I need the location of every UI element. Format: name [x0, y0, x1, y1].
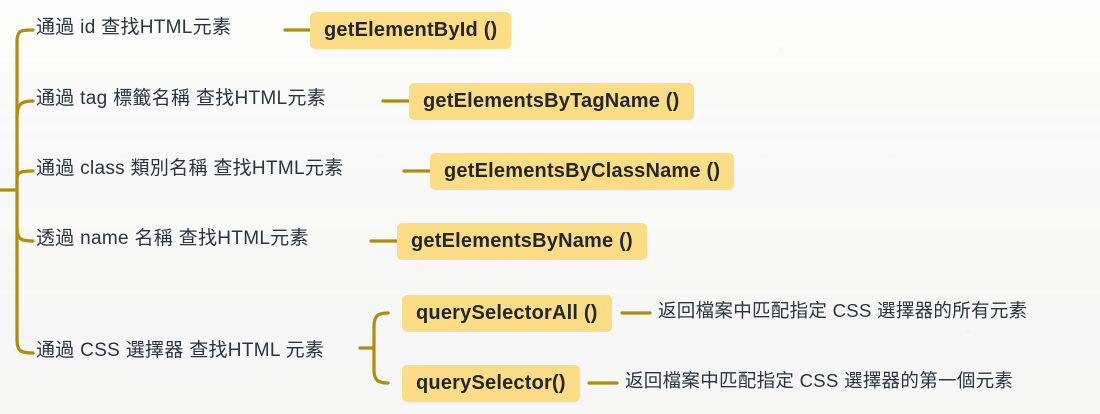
chip-query-selector: querySelector() [402, 365, 580, 402]
label-by-id: 通過 id 查找HTML元素 [36, 17, 232, 38]
label-by-name: 透過 name 名稱 查找HTML元素 [36, 228, 309, 249]
branch-curve-by-tag-name [15, 99, 35, 120]
node-desc-query-selector-all: 返回檔案中匹配指定 CSS 選擇器的所有元素 [658, 300, 1028, 321]
label-by-tag-name: 通過 tag 標籤名稱 查找HTML元素 [36, 88, 326, 109]
node-chip-query-selector[interactable]: querySelector() [402, 365, 580, 402]
node-label-by-css-selector[interactable]: 通過 CSS 選擇器 查找HTML 元素 [36, 341, 324, 360]
label-by-class-name: 通過 class 類別名稱 查找HTML元素 [36, 158, 344, 179]
branch-curve-by-class-name [15, 169, 35, 180]
label-by-css-selector: 通過 CSS 選擇器 查找HTML 元素 [36, 340, 325, 361]
sub-branch-curve-query-selector-all [372, 311, 390, 328]
branch-curve-by-name [15, 226, 35, 243]
description-query-selector: 返回檔案中匹配指定 CSS 選擇器的第一個元素 [625, 370, 1014, 391]
chip-get-elements-by-name: getElementsByName () [397, 223, 647, 260]
node-label-by-tag-name[interactable]: 通過 tag 標籤名稱 查找HTML元素 [36, 89, 326, 108]
description-query-selector-all: 返回檔案中匹配指定 CSS 選擇器的所有元素 [658, 300, 1028, 321]
chip-query-selector-all: querySelectorAll () [402, 295, 612, 332]
node-chip-by-class-name[interactable]: getElementsByClassName () [430, 153, 735, 190]
node-chip-by-id[interactable]: getElementById () [310, 12, 512, 49]
branch-curve-by-css-selector [15, 338, 35, 355]
node-label-by-name[interactable]: 透過 name 名稱 查找HTML元素 [36, 229, 309, 248]
node-desc-query-selector: 返回檔案中匹配指定 CSS 選擇器的第一個元素 [625, 370, 1014, 391]
sub-branch-curve-query-selector [372, 368, 390, 385]
chip-get-element-by-id: getElementById () [310, 12, 512, 49]
node-chip-by-name[interactable]: getElementsByName () [397, 223, 647, 260]
node-chip-by-tag-name[interactable]: getElementsByTagName () [409, 83, 694, 120]
branch-curve-by-id [15, 28, 35, 44]
node-chip-query-selector-all[interactable]: querySelectorAll () [402, 295, 612, 332]
node-label-by-id[interactable]: 通過 id 查找HTML元素 [36, 18, 231, 37]
chip-get-elements-by-class-name: getElementsByClassName () [430, 153, 735, 190]
chip-get-elements-by-tag-name: getElementsByTagName () [409, 83, 694, 120]
node-label-by-class-name[interactable]: 通過 class 類別名稱 查找HTML元素 [36, 159, 343, 178]
